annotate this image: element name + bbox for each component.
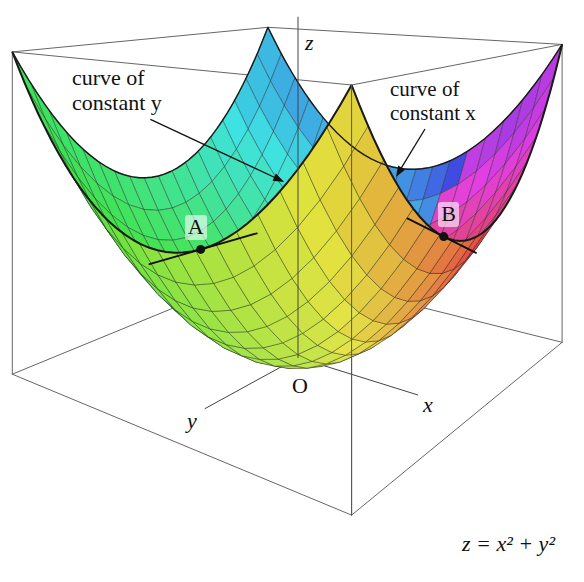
box-edge [12, 27, 268, 52]
leader-arrowhead [396, 166, 405, 177]
box-edge [351, 85, 352, 515]
z-axis [298, 17, 299, 358]
constant-x-curve [352, 44, 562, 241]
curve-callout: curve of constant y [72, 66, 184, 115]
curve-callout: curve of constant x [390, 78, 490, 125]
surface-patch [476, 192, 506, 240]
box-edge [12, 52, 351, 85]
axis-label: z [305, 31, 314, 56]
box-edge [12, 269, 268, 374]
surface-patch [31, 83, 63, 145]
point-dot [439, 232, 448, 241]
equation: z = x² + y² [462, 532, 555, 557]
rim-curve [12, 27, 268, 178]
box-edge [351, 85, 352, 515]
surface-patch [507, 137, 537, 192]
constant-y-curve [12, 52, 351, 253]
surface-patch [497, 162, 528, 215]
leader-line [150, 119, 277, 178]
axis-label: y [187, 409, 197, 434]
surface-patch [45, 119, 78, 177]
origin-label: O [292, 374, 308, 399]
surface-mesh [12, 27, 562, 368]
point-label: B [438, 202, 459, 227]
surface-overlay [12, 17, 562, 515]
axis-label: x [423, 393, 433, 418]
surface-patch [63, 145, 95, 198]
leader-arrowhead [273, 174, 285, 182]
surface-patch [516, 109, 545, 167]
point-label: A [185, 215, 207, 240]
box-edge [12, 374, 351, 515]
floor-line [205, 358, 298, 409]
box-edge [12, 52, 13, 374]
leader-line [400, 129, 425, 170]
box-back-edges [12, 27, 562, 515]
point-dot [196, 245, 205, 254]
box-edge [352, 342, 562, 515]
box-edge [562, 44, 563, 342]
